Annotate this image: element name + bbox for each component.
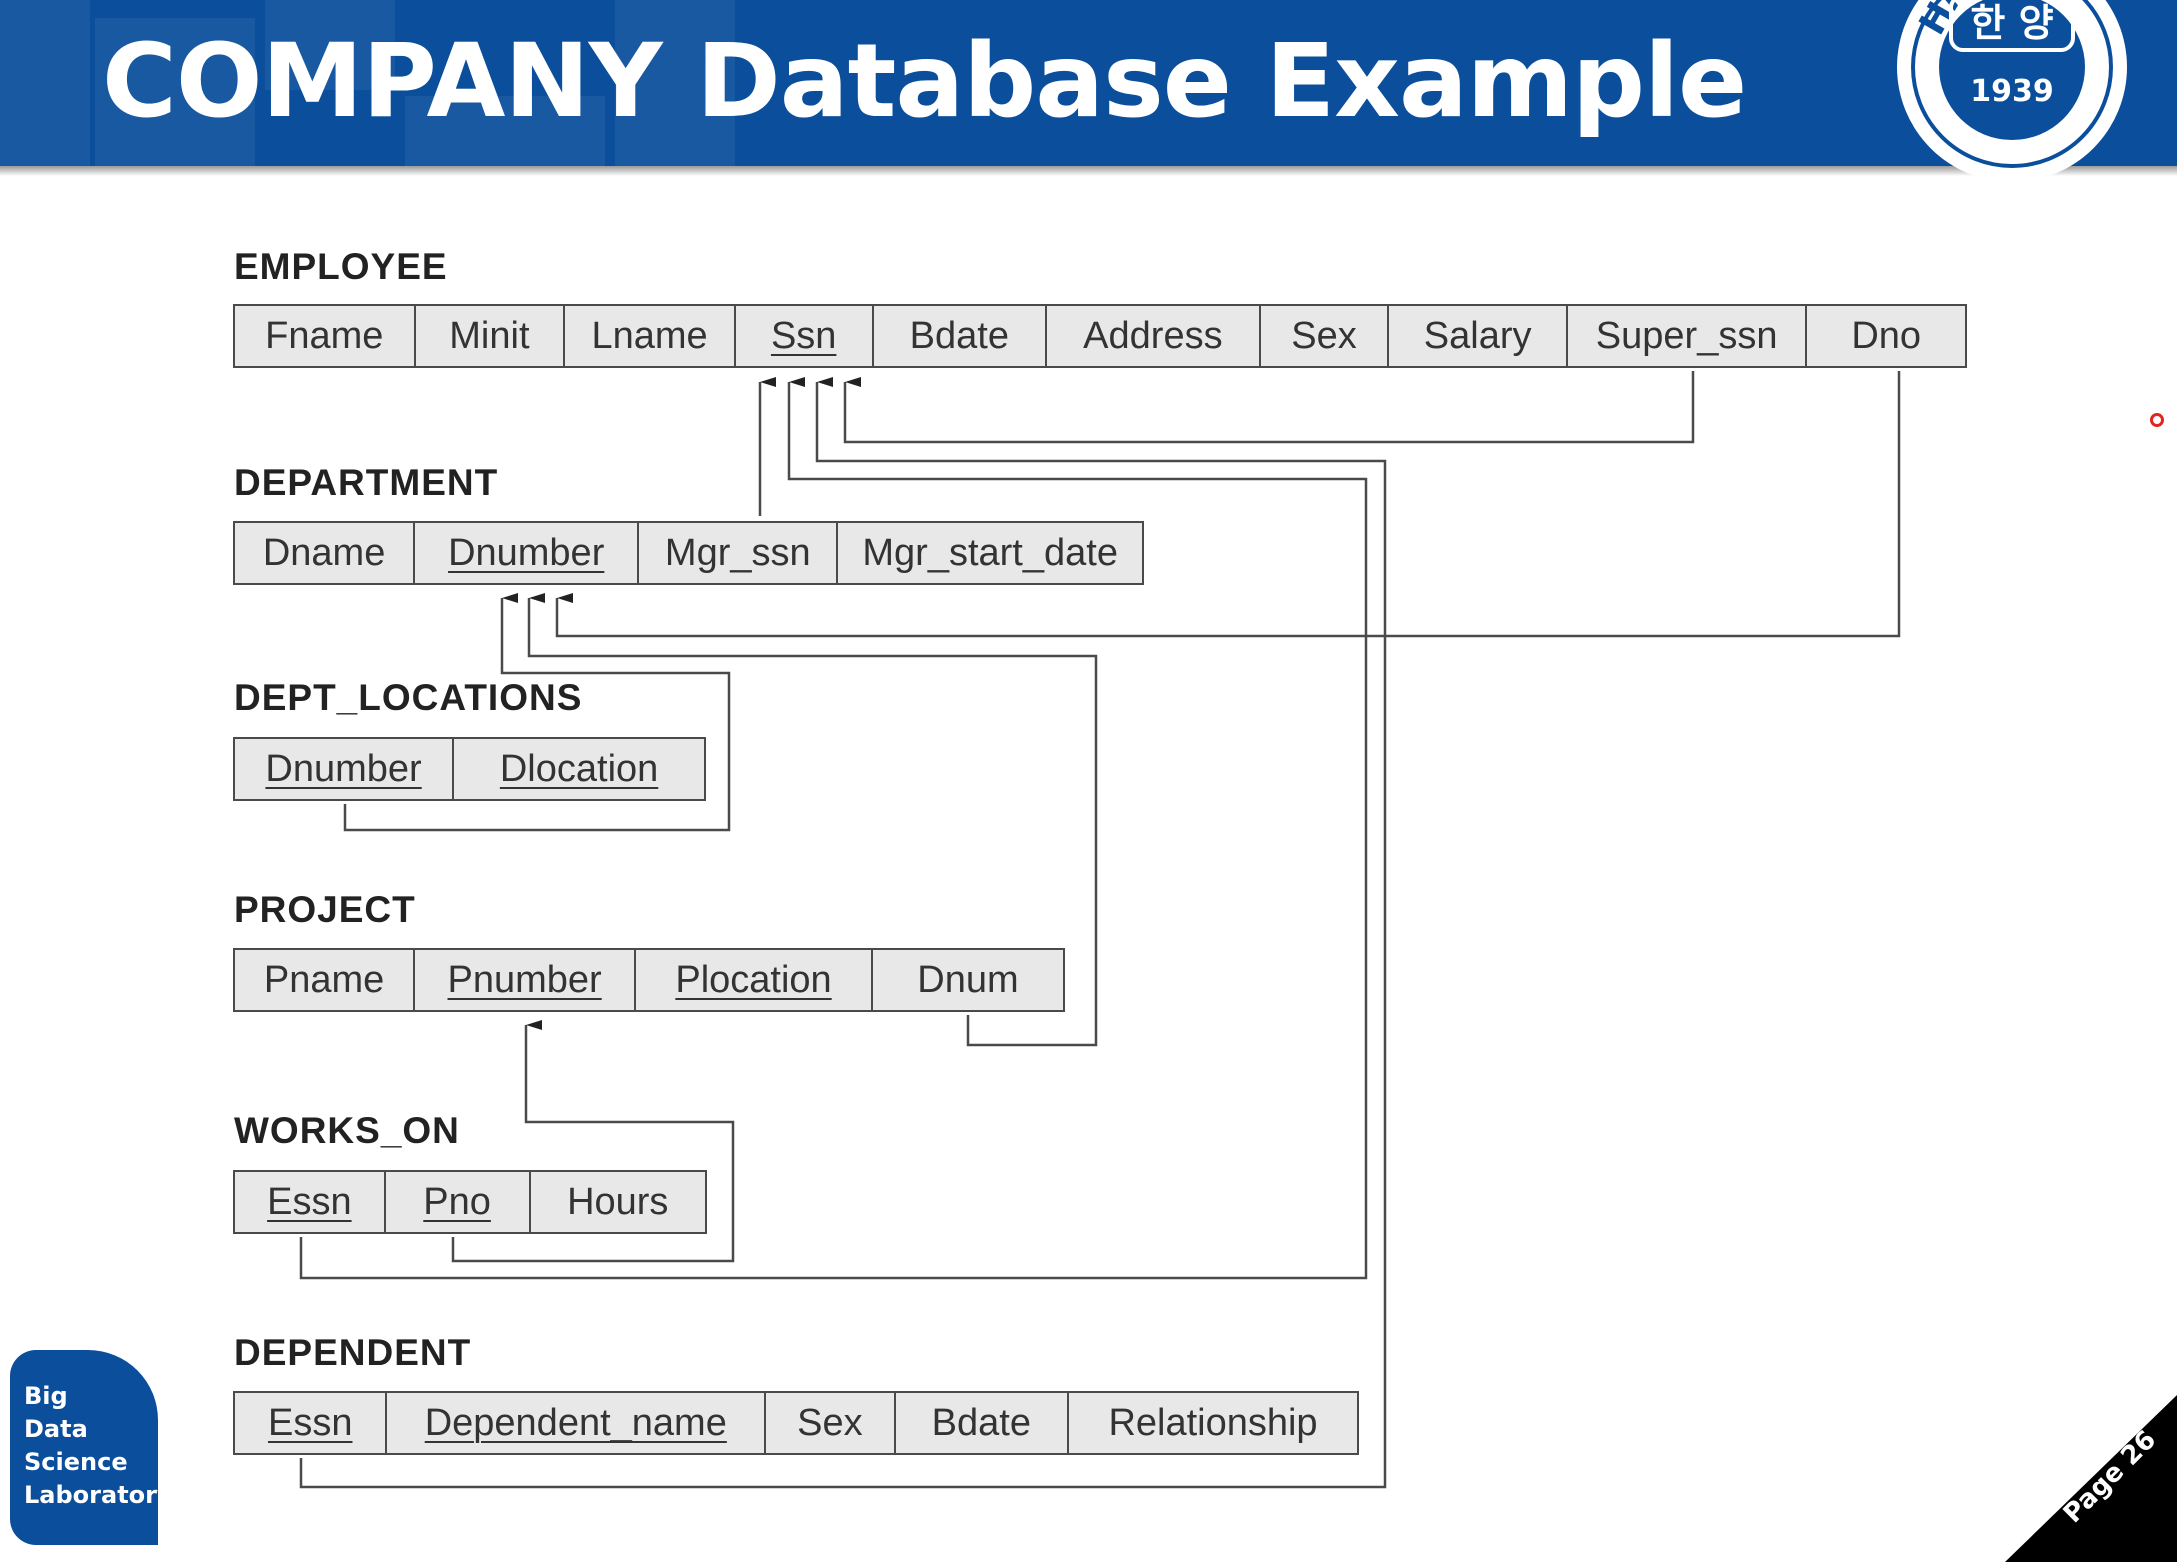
- attribute-label: Lname: [591, 314, 708, 357]
- attribute-cell: Dnum: [873, 950, 1063, 1010]
- relation-name-works-on: WORKS_ON: [234, 1110, 460, 1151]
- attribute-label: Essn: [267, 1180, 352, 1223]
- attribute-cell: Bdate: [874, 306, 1048, 366]
- attribute-label: Minit: [449, 314, 530, 357]
- attribute-label: Dependent_name: [424, 1401, 727, 1444]
- banner-texture: [95, 18, 255, 166]
- relation-name-project: PROJECT: [234, 889, 416, 930]
- attribute-cell: Pno: [386, 1172, 531, 1232]
- slide-title: COMPANY Database Example: [102, 22, 1747, 141]
- attribute-label: Pname: [263, 958, 385, 1001]
- relation-name-dependent: DEPENDENT: [234, 1332, 472, 1373]
- attribute-label: Dname: [262, 531, 386, 574]
- fk-line-super-ssn: [843, 371, 1695, 444]
- attribute-cell: Sex: [766, 1393, 896, 1453]
- attribute-label: Sex: [1291, 314, 1357, 357]
- attribute-label: Bdate: [931, 1401, 1031, 1444]
- pointer-dot: [2150, 413, 2164, 427]
- seal-korean-text: 한 양: [1949, 0, 2075, 52]
- seal-year: 1939: [1970, 74, 2054, 109]
- attribute-label: Sex: [797, 1401, 863, 1444]
- relation-name-employee: EMPLOYEE: [234, 246, 448, 287]
- lab-logo-text: Big Data Science Laboratory: [24, 1382, 173, 1509]
- attribute-cell: Essn: [235, 1393, 388, 1453]
- banner-texture: [0, 0, 90, 166]
- attribute-cell: Dname: [235, 523, 416, 583]
- university-seal-logo: HA 한 양 1939: [1897, 0, 2127, 182]
- relation-name-dept-locations: DEPT_LOCATIONS: [234, 677, 583, 718]
- attribute-label: Ssn: [770, 314, 837, 357]
- attribute-label: Hours: [567, 1180, 669, 1223]
- attribute-label: Plocation: [675, 958, 832, 1001]
- attribute-cell: Pname: [235, 950, 416, 1010]
- relation-department: Dname Dnumber Mgr_ssn Mgr_start_date: [233, 521, 1144, 585]
- header-banner: COMPANY Database Example: [0, 0, 2177, 166]
- banner-shadow: [0, 166, 2177, 176]
- fk-line-works-on-essn: [299, 377, 1368, 1280]
- attribute-label: Pnumber: [447, 958, 602, 1001]
- attribute-cell: Address: [1047, 306, 1261, 366]
- attribute-label: Dnum: [917, 958, 1019, 1001]
- banner-texture: [405, 96, 605, 166]
- attribute-label: Relationship: [1108, 1401, 1318, 1444]
- attribute-label: Address: [1083, 314, 1223, 357]
- attribute-label: Pno: [423, 1180, 491, 1223]
- relation-name-department: DEPARTMENT: [234, 462, 499, 503]
- attribute-cell: Relationship: [1069, 1393, 1357, 1453]
- attribute-cell: Mgr_start_date: [838, 523, 1142, 583]
- attribute-label: Essn: [267, 1401, 353, 1444]
- attribute-cell: Dnumber: [235, 739, 455, 799]
- attribute-label: Fname: [265, 314, 384, 357]
- attribute-cell: Sex: [1261, 306, 1390, 366]
- attribute-cell: Dlocation: [454, 739, 704, 799]
- attribute-label: Dlocation: [499, 747, 659, 790]
- attribute-cell: Bdate: [896, 1393, 1070, 1453]
- attribute-label: Mgr_ssn: [664, 531, 811, 574]
- banner-texture: [615, 0, 735, 166]
- attribute-cell: Hours: [531, 1172, 706, 1232]
- attribute-cell: Essn: [235, 1172, 386, 1232]
- seal-inner-disc: [1939, 0, 2085, 140]
- relation-dept-locations: Dnumber Dlocation: [233, 737, 706, 801]
- relation-dependent: Essn Dependent_name Sex Bdate Relationship: [233, 1391, 1359, 1455]
- attribute-cell: Dnumber: [415, 523, 640, 583]
- attribute-cell: Plocation: [636, 950, 873, 1010]
- attribute-cell: Fname: [235, 306, 416, 366]
- attribute-cell: Minit: [416, 306, 566, 366]
- attribute-cell: Mgr_ssn: [639, 523, 839, 583]
- attribute-label: Dnumber: [265, 747, 422, 790]
- relation-project: Pname Pnumber Plocation Dnum: [233, 948, 1065, 1012]
- attribute-cell: Super_ssn: [1568, 306, 1808, 366]
- attribute-label: Bdate: [909, 314, 1009, 357]
- seal-ring: [1911, 0, 2113, 168]
- attribute-cell: Dependent_name: [387, 1393, 767, 1453]
- relation-works-on: Essn Pno Hours: [233, 1170, 707, 1234]
- attribute-cell: Dno: [1807, 306, 1965, 366]
- attribute-cell: Lname: [565, 306, 736, 366]
- banner-texture: [265, 0, 395, 90]
- attribute-label: Mgr_start_date: [862, 531, 1118, 574]
- relation-employee: Fname Minit Lname Ssn Bdate Address Sex Salary S…: [233, 304, 1967, 368]
- attribute-label: Dnumber: [448, 531, 605, 574]
- attribute-label: Salary: [1423, 314, 1532, 357]
- attribute-cell: Ssn: [736, 306, 874, 366]
- lab-logo: Big Data Science Laboratory: [10, 1350, 173, 1545]
- attribute-label: Super_ssn: [1595, 314, 1778, 357]
- fk-line-dno: [555, 371, 1901, 638]
- attribute-cell: Salary: [1389, 306, 1568, 366]
- attribute-label: Dno: [1851, 314, 1922, 357]
- attribute-cell: Pnumber: [415, 950, 637, 1010]
